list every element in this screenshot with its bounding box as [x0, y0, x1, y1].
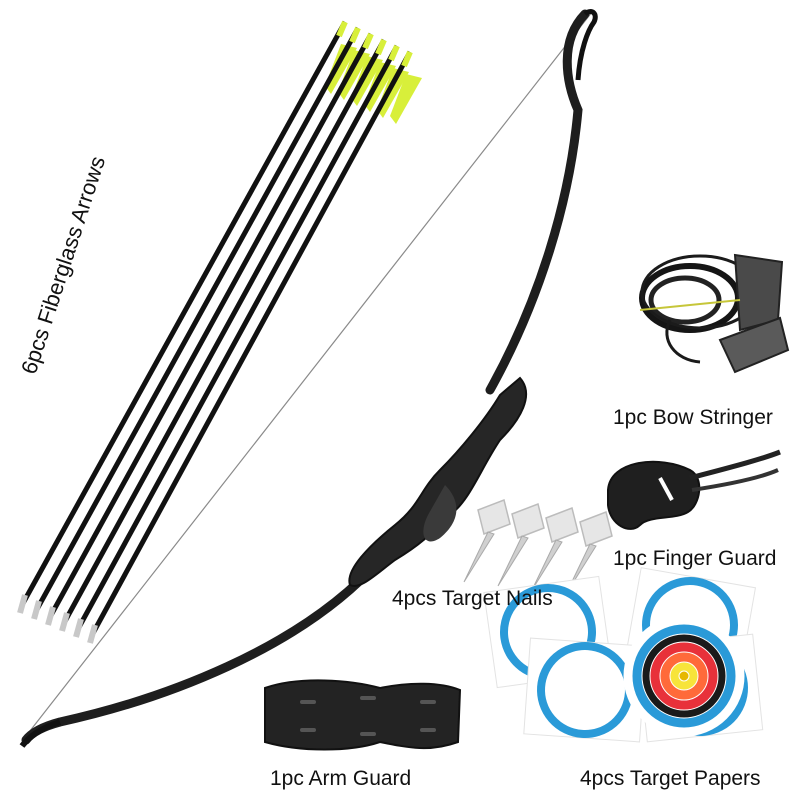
arrow-nock: [401, 50, 413, 68]
arrow-fletching: [377, 68, 409, 118]
bow-stringer-label: 1pc Bow Stringer: [613, 406, 773, 429]
arm-guard-slot-5: [360, 732, 376, 736]
target-papers-label: 4pcs Target Papers: [580, 767, 761, 790]
arrow-nock: [349, 26, 361, 44]
arrow-1: [17, 20, 357, 614]
arrow-3: [45, 32, 383, 626]
arm-guard-slot-3: [420, 700, 436, 704]
arm-guard-slot-6: [420, 728, 436, 732]
nail-spike: [463, 531, 495, 583]
arrow-point: [59, 612, 70, 632]
arrow-fletching: [351, 56, 383, 106]
arrow-shaft: [89, 50, 413, 637]
arrow-shaft: [47, 32, 374, 619]
target-bullseye: [678, 670, 690, 682]
arrow-5: [73, 44, 409, 638]
finger-guard-tab: [607, 460, 701, 530]
arm-guard-label: 1pc Arm Guard: [270, 767, 412, 790]
arrow-shaft: [61, 38, 387, 625]
arrow-nock: [375, 38, 387, 56]
arrow-6: [87, 50, 422, 644]
bow-limb-tip-bottom: [19, 719, 61, 748]
arm-guard: [264, 679, 462, 751]
arrow-fletching: [364, 62, 396, 112]
finger-guard-label: 1pc Finger Guard: [613, 547, 777, 570]
target-nail-3: [531, 506, 579, 591]
arrow-nock: [336, 20, 348, 38]
arm-guard-body: [264, 679, 462, 751]
bow-string: [25, 11, 593, 737]
target-nail-2: [497, 502, 545, 587]
finger-guard-strap: [689, 449, 781, 481]
target-nails: [463, 498, 613, 595]
arm-guard-slot-4: [300, 728, 316, 732]
arrow-point: [45, 606, 56, 626]
arrow-nock: [388, 44, 400, 62]
stringer-pouch: [733, 253, 784, 332]
nail-spike: [531, 539, 563, 591]
bow-limb-tip-top: [575, 9, 598, 81]
arm-guard-slot-2: [360, 696, 376, 700]
stringer-cord-coil-inner: [648, 275, 722, 325]
stringer-saddle: [718, 316, 790, 374]
fiberglass-arrows: [17, 20, 422, 644]
arrow-fletching: [325, 44, 357, 94]
bow-riser: [348, 376, 527, 587]
stringer-cord-tie: [639, 299, 741, 311]
nail-head: [477, 498, 511, 536]
arrow-shaft: [75, 44, 400, 631]
finger-guard-slot: [658, 477, 674, 501]
arrow-nock: [362, 32, 374, 50]
bow-grip: [423, 485, 457, 542]
finger-guard: [607, 449, 781, 530]
target-papers: [483, 567, 764, 743]
arrow-shaft: [19, 20, 348, 607]
arrow-2: [31, 26, 370, 620]
stringer-cord-tail: [665, 319, 701, 364]
arrow-point: [87, 624, 98, 644]
arrow-fletching: [390, 74, 422, 124]
nail-head: [511, 502, 545, 540]
bow-upper-limb: [485, 9, 590, 395]
finger-guard-strap-2: [691, 468, 779, 492]
target-nail-1: [463, 498, 511, 583]
arrow-point: [73, 618, 84, 638]
arrow-point: [31, 600, 42, 620]
nail-spike: [497, 535, 529, 587]
arrow-shaft: [33, 26, 361, 613]
arm-guard-slot-1: [300, 700, 316, 704]
recurve-bow: [19, 9, 598, 748]
bow-stringer: [639, 253, 790, 374]
arrow-fletching: [338, 50, 370, 100]
nail-head: [579, 510, 613, 548]
arrow-point: [17, 594, 28, 614]
nail-head: [545, 506, 579, 544]
arrow-4: [59, 38, 396, 632]
target-nails-label: 4pcs Target Nails: [392, 587, 553, 610]
